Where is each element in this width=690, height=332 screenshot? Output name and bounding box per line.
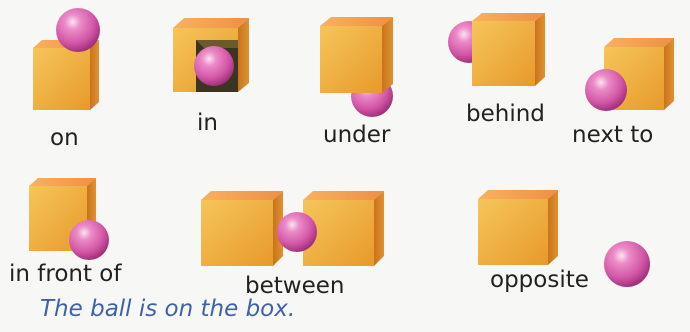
label-between: between <box>245 275 344 298</box>
box-opposite <box>478 190 558 265</box>
box-between-left <box>201 191 283 266</box>
box-on <box>33 40 99 110</box>
ball-on <box>56 8 100 52</box>
label-behind: behind <box>466 103 545 126</box>
ball-between <box>277 212 317 252</box>
box-behind <box>472 13 545 86</box>
label-in: in <box>197 112 218 135</box>
ball-in-front-of <box>69 220 109 260</box>
ball-opposite <box>604 241 650 287</box>
label-on: on <box>50 127 79 150</box>
ball-next-to <box>585 69 627 111</box>
label-in-front-of: in front of <box>9 263 121 286</box>
box-under <box>320 17 393 93</box>
example-sentence: The ball is on the box. <box>40 298 295 321</box>
ball-in <box>194 46 234 86</box>
label-next-to: next to <box>572 124 653 147</box>
label-under: under <box>323 124 390 147</box>
label-opposite: opposite <box>490 269 589 292</box>
